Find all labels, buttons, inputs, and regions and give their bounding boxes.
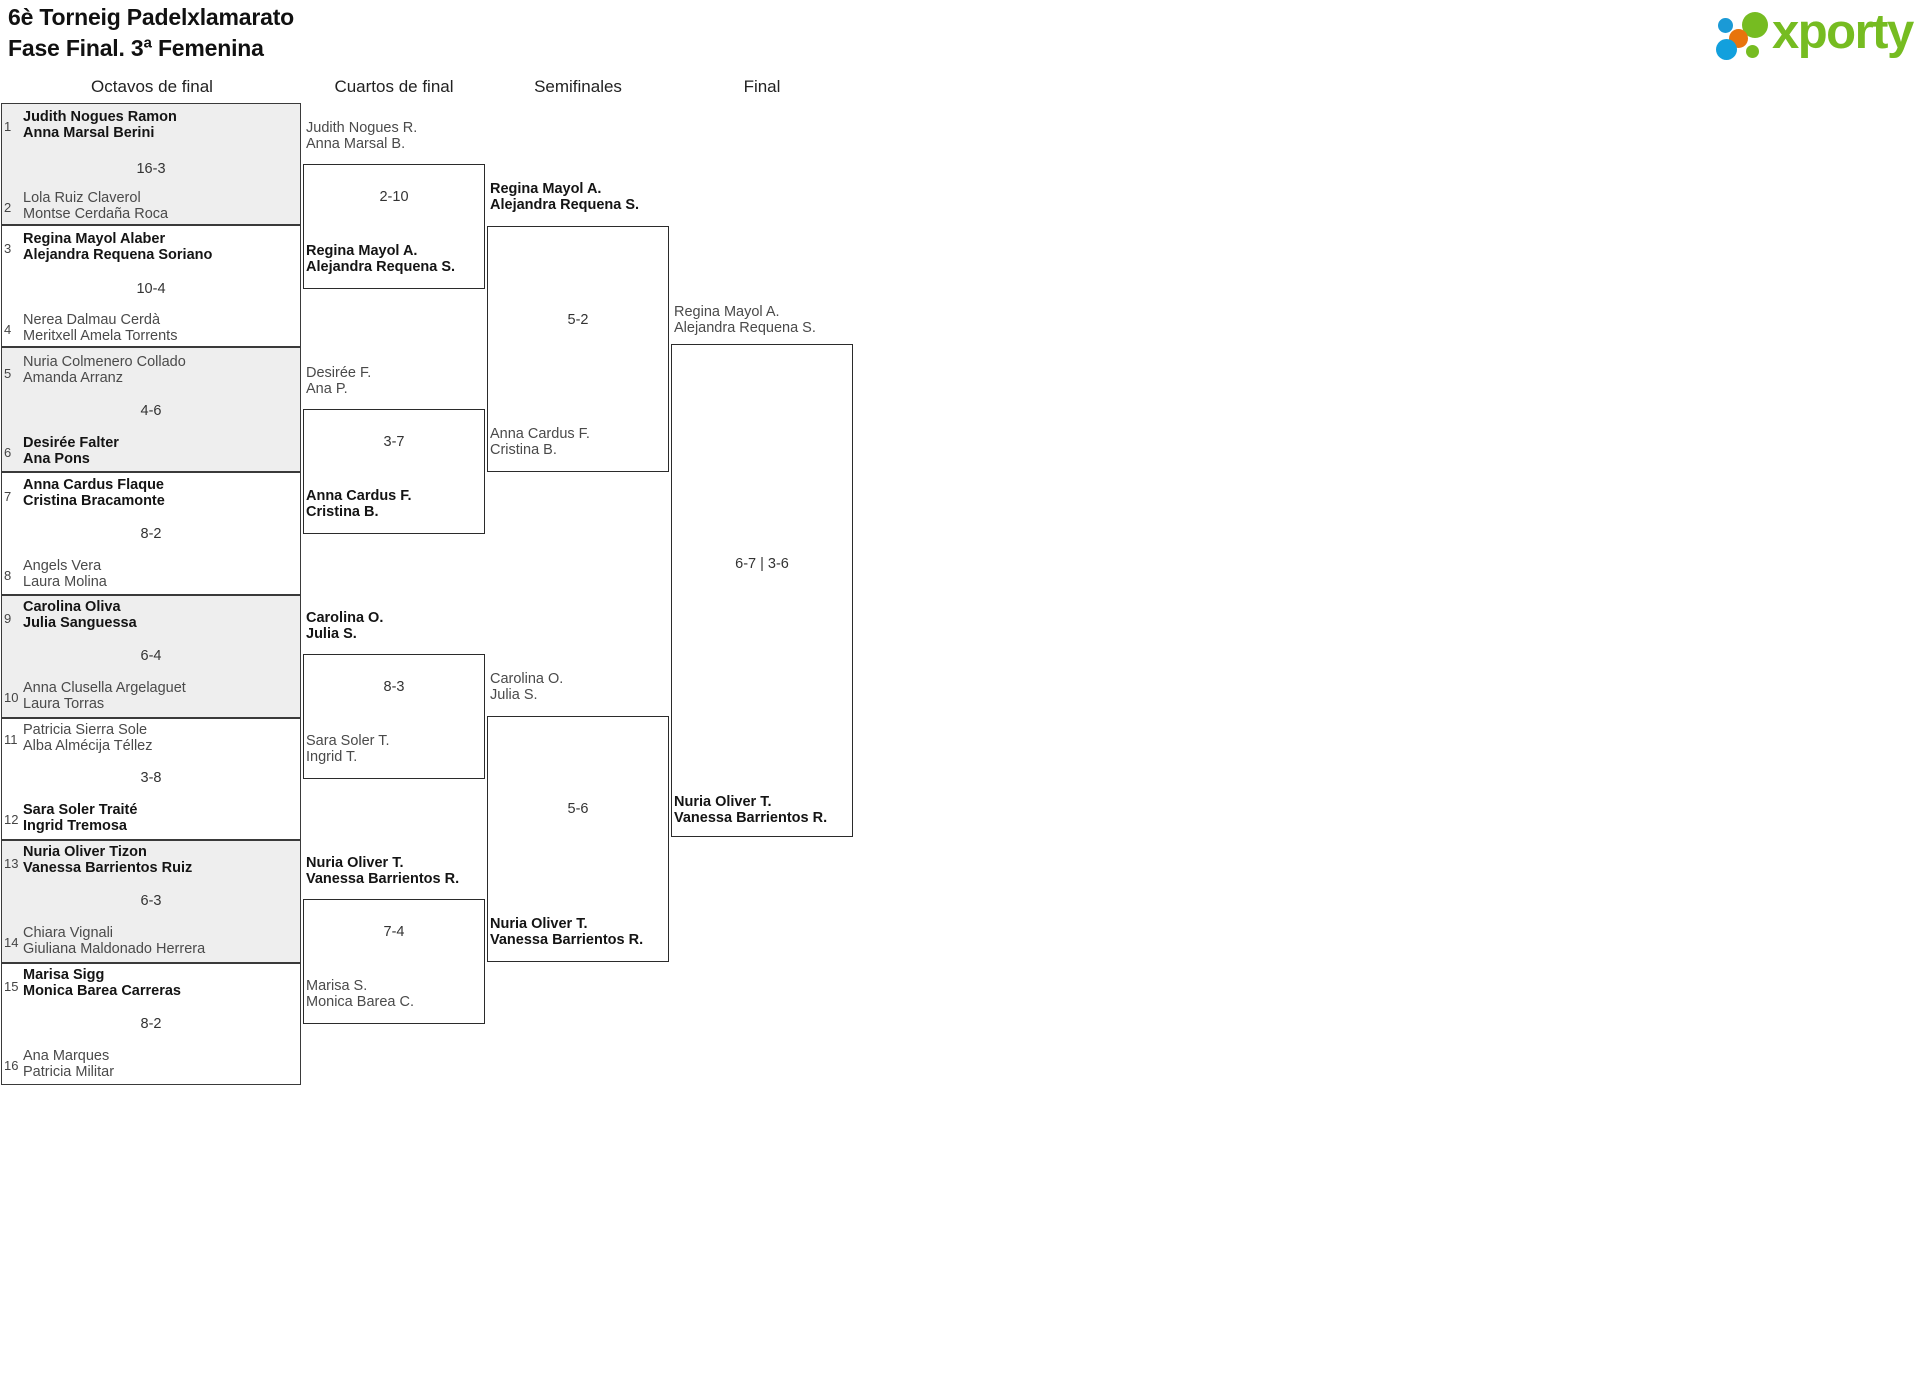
seed-number-13: 13	[4, 856, 19, 871]
sf-match-2-team-bottom: Nuria Oliver T. Vanessa Barrientos R.	[490, 916, 644, 949]
r16-match-2-team-bottom: Nerea Dalmau Cerdà Meritxell Amela Torre…	[23, 312, 178, 344]
r16-match-5-team-bottom: Anna Clusella Argelaguet Laura Torras	[23, 680, 186, 712]
r16-match-2-team-top: Regina Mayol Alaber Alejandra Requena So…	[23, 231, 213, 263]
qf-match-1-connector[interactable]	[303, 164, 485, 289]
qf-match-2-team-top: Desirée F. Ana P.	[306, 365, 372, 398]
r16-match-6-team-bottom: Sara Soler Traité Ingrid Tremosa	[23, 802, 138, 834]
qf-match-4-team-top: Nuria Oliver T. Vanessa Barrientos R.	[306, 855, 460, 888]
final-match-connector[interactable]	[671, 344, 853, 837]
qf-match-4-score: 7-4	[383, 924, 405, 940]
r16-match-7-team-top: Nuria Oliver Tizon Vanessa Barrientos Ru…	[23, 844, 193, 876]
sf-match-2-team-top: Carolina O. Julia S.	[490, 671, 564, 704]
sf-match-1-connector[interactable]	[487, 226, 669, 472]
qf-match-4-connector[interactable]	[303, 899, 485, 1024]
logo-dots-icon	[1716, 12, 1778, 60]
final-score: 6-7 | 3-6	[735, 556, 789, 572]
seed-number-11: 11	[4, 732, 18, 747]
r16-match-7[interactable]	[1, 840, 301, 963]
r16-match-7-team-bottom: Chiara Vignali Giuliana Maldonado Herrer…	[23, 925, 206, 957]
r16-match-5-score: 6-4	[140, 648, 162, 664]
r16-match-4[interactable]	[1, 472, 301, 595]
logo-dot-blue-small-icon	[1718, 18, 1733, 33]
r16-match-1-team-top: Judith Nogues Ramon Anna Marsal Berini	[23, 109, 177, 141]
seed-number-10: 10	[4, 690, 19, 705]
tournament-phase: Fase Final. 3ª Femenina	[8, 34, 264, 61]
seed-number-9: 9	[4, 611, 12, 626]
final-team-top: Regina Mayol A. Alejandra Requena S.	[674, 304, 816, 337]
r16-match-6[interactable]	[1, 718, 301, 840]
qf-match-1-score: 2-10	[379, 189, 409, 205]
seed-number-16: 16	[4, 1058, 19, 1073]
r16-match-7-score: 6-3	[140, 893, 162, 909]
logo-dot-green-small-icon	[1746, 45, 1759, 58]
round-header-cuartos: Cuartos de final	[334, 77, 454, 96]
seed-number-6: 6	[4, 445, 12, 460]
sf-match-2-connector[interactable]	[487, 716, 669, 962]
page-title: 6è Torneig Padelxlamarato Fase Final. 3ª…	[8, 2, 294, 63]
sf-match-2-score: 5-6	[567, 801, 589, 817]
r16-match-1-team-bottom: Lola Ruiz Claverol Montse Cerdaña Roca	[23, 190, 169, 222]
r16-match-2[interactable]	[1, 225, 301, 347]
qf-match-4-team-bottom: Marisa S. Monica Barea C.	[306, 978, 414, 1011]
r16-match-6-score: 3-8	[140, 770, 162, 786]
round-header-final: Final	[743, 77, 781, 96]
seed-number-8: 8	[4, 568, 12, 583]
r16-match-5[interactable]	[1, 595, 301, 718]
seed-number-7: 7	[4, 489, 12, 504]
r16-match-4-team-top: Anna Cardus Flaque Cristina Bracamonte	[23, 477, 165, 509]
r16-match-3-team-bottom: Desirée Falter Ana Pons	[23, 435, 119, 467]
round-header-octavos: Octavos de final	[91, 77, 213, 96]
final-team-bottom-champion: Nuria Oliver T. Vanessa Barrientos R.	[674, 794, 828, 827]
r16-match-3[interactable]	[1, 347, 301, 472]
r16-match-4-score: 8-2	[140, 526, 162, 542]
qf-match-3-score: 8-3	[383, 679, 405, 695]
seed-number-5: 5	[4, 366, 12, 381]
qf-match-3-connector[interactable]	[303, 654, 485, 779]
r16-match-8-team-bottom: Ana Marques Patricia Militar	[23, 1048, 115, 1080]
sf-match-1-team-top: Regina Mayol A. Alejandra Requena S.	[490, 181, 640, 214]
r16-match-6-team-top: Patricia Sierra Sole Alba Almécija Télle…	[23, 722, 153, 754]
round-header-semifinales: Semifinales	[534, 77, 622, 96]
r16-match-8-score: 8-2	[140, 1016, 162, 1032]
r16-match-8-team-top: Marisa Sigg Monica Barea Carreras	[23, 967, 181, 999]
qf-match-2-score: 3-7	[383, 434, 405, 450]
logo-wordmark: xporty	[1772, 5, 1914, 59]
page-header: 6è Torneig Padelxlamarato Fase Final. 3ª…	[0, 0, 1920, 70]
r16-match-1-score: 16-3	[136, 161, 166, 177]
sf-match-1-score: 5-2	[567, 312, 589, 328]
logo-dot-blue-large-icon	[1716, 39, 1737, 60]
qf-match-2-connector[interactable]	[303, 409, 485, 534]
seed-number-2: 2	[4, 200, 12, 215]
qf-match-2-team-bottom: Anna Cardus F. Cristina B.	[306, 488, 412, 521]
tournament-name: 6è Torneig Padelxlamarato	[8, 4, 295, 30]
seed-number-4: 4	[4, 322, 12, 337]
sf-match-1-team-bottom: Anna Cardus F. Cristina B.	[490, 426, 590, 459]
r16-match-4-team-bottom: Angels Vera Laura Molina	[23, 558, 107, 590]
seed-number-3: 3	[4, 241, 12, 256]
qf-match-1-team-top: Judith Nogues R. Anna Marsal B.	[306, 120, 418, 153]
r16-match-5-team-top: Carolina Oliva Julia Sanguessa	[23, 599, 137, 631]
r16-match-1[interactable]	[1, 103, 301, 225]
seed-number-15: 15	[4, 979, 19, 994]
r16-match-8[interactable]	[1, 963, 301, 1085]
seed-number-14: 14	[4, 935, 19, 950]
qf-match-3-team-bottom: Sara Soler T. Ingrid T.	[306, 733, 390, 766]
qf-match-3-team-top: Carolina O. Julia S.	[306, 610, 384, 643]
qf-match-1-team-bottom: Regina Mayol A. Alejandra Requena S.	[306, 243, 456, 276]
seed-number-1: 1	[4, 119, 12, 134]
r16-match-2-score: 10-4	[136, 281, 166, 297]
r16-match-3-score: 4-6	[140, 403, 162, 419]
r16-match-3-team-top: Nuria Colmenero Collado Amanda Arranz	[23, 354, 186, 386]
seed-number-12: 12	[4, 812, 19, 827]
xporty-logo[interactable]: xporty	[1716, 5, 1914, 62]
